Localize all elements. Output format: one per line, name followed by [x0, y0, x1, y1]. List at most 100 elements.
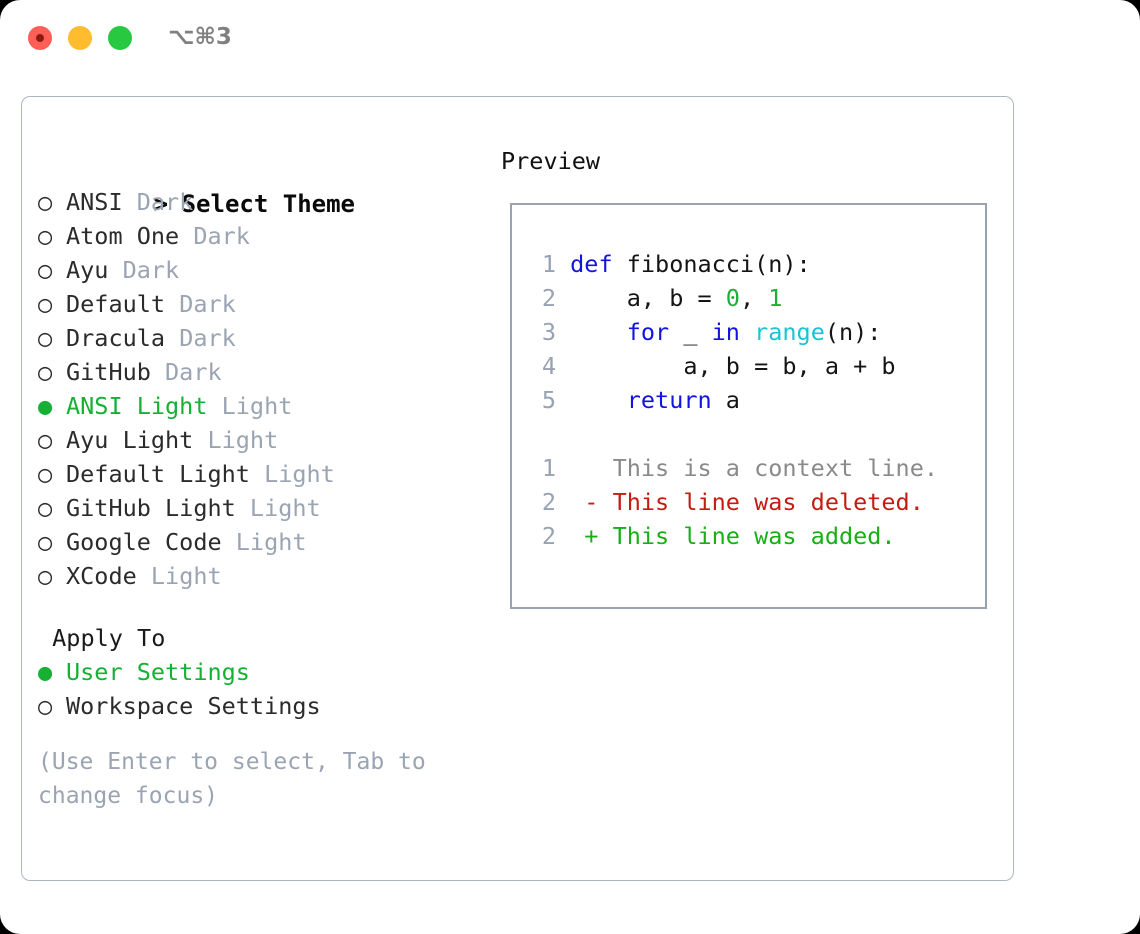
apply-to-list: ●User Settings ○ Workspace Settings — [38, 655, 478, 723]
radio-unselected-icon: ○ — [38, 256, 53, 284]
radio-unselected-icon: ○ — [38, 188, 53, 216]
theme-category: Dark — [122, 188, 194, 216]
theme-name: ANSI Light — [66, 392, 208, 420]
theme-list-item[interactable]: ○ ANSI Dark — [38, 185, 478, 219]
diff-sign: + — [556, 522, 613, 550]
maximize-button[interactable] — [108, 26, 132, 50]
code-line: 4 a, b = b, a + b — [532, 349, 938, 383]
line-number: 1 — [541, 454, 556, 482]
code-token: a, b = — [570, 284, 726, 312]
theme-name: Dracula — [66, 324, 166, 352]
diff-sign: - — [556, 488, 613, 516]
preview-box: 1 def fibonacci(n): 2 a, b = 0, 1 3 for _ … — [510, 203, 987, 609]
theme-list-item[interactable]: ○ XCode Light — [38, 559, 478, 593]
theme-category: Dark — [165, 324, 236, 352]
diff-line: 2 + This line was added. — [532, 519, 938, 553]
code-token: a — [711, 386, 740, 414]
page-title: Select Theme — [181, 190, 355, 218]
theme-name: GitHub Light — [66, 494, 236, 522]
theme-name: XCode — [66, 562, 137, 590]
line-number: 2 — [541, 284, 556, 312]
radio-unselected-icon: ○ — [38, 460, 53, 488]
diff-line: 1 This is a context line. — [532, 451, 938, 485]
diff-text: This line was deleted. — [612, 488, 924, 516]
code-token: 0 — [725, 284, 740, 312]
theme-name: Default Light — [66, 460, 250, 488]
diff-text: This line was added. — [612, 522, 896, 550]
theme-category: Dark — [108, 256, 180, 284]
code-token: , — [739, 284, 769, 312]
keyboard-shortcut-label: ⌥⌘3 — [168, 24, 232, 50]
radio-unselected-icon: ○ — [38, 692, 53, 720]
code-line: 5 return a — [532, 383, 938, 417]
line-number: 2 — [541, 522, 556, 550]
radio-unselected-icon: ○ — [38, 528, 53, 556]
radio-unselected-icon: ○ — [38, 426, 53, 454]
radio-unselected-icon: ○ — [38, 324, 53, 352]
theme-list-item[interactable]: ○ Google Code Light — [38, 525, 478, 559]
apply-to-label: Apply To — [38, 621, 478, 655]
section-spacer — [38, 593, 478, 621]
theme-list: ○ ANSI Dark ○ Atom One Dark ○ Ayu Dark ○ Defaul… — [38, 185, 478, 593]
code-blank-line — [532, 417, 938, 451]
apply-to-indent — [38, 624, 52, 652]
line-number: 1 — [541, 250, 556, 278]
theme-name: Ayu — [66, 256, 109, 284]
code-token: def — [570, 250, 627, 278]
diff-line: 2 - This line was deleted. — [532, 485, 938, 519]
code-token — [570, 318, 627, 346]
line-number: 3 — [541, 318, 556, 346]
theme-category: Light — [136, 562, 222, 590]
code-line: 1 def fibonacci(n): — [532, 247, 938, 281]
theme-category: Light — [221, 528, 307, 556]
code-token: (n): — [824, 318, 882, 346]
theme-name: ANSI — [66, 188, 123, 216]
apply-to-item[interactable]: ○ Workspace Settings — [38, 689, 478, 723]
close-button[interactable] — [28, 26, 52, 50]
theme-list-item[interactable]: ○GitHub Light Light — [38, 491, 478, 525]
keyboard-hint-text: (Use Enter to select, Tab to change focu… — [38, 749, 426, 809]
radio-unselected-icon: ○ — [38, 358, 53, 386]
theme-category: Dark — [165, 290, 236, 318]
code-token: 1 — [768, 284, 783, 312]
theme-list-item[interactable]: ○ Ayu Light Light — [38, 423, 478, 457]
theme-category: Light — [193, 426, 279, 454]
theme-category: Dark — [179, 222, 250, 250]
main-panel: > Select Theme ○ ANSI Dark ○ Atom One Dark ○ A… — [21, 96, 1014, 881]
theme-name: Ayu Light — [66, 426, 194, 454]
apply-to-name: Workspace Settings — [66, 692, 321, 720]
code-token: a, b = b, a + b — [570, 352, 896, 380]
code-token: fibonacci(n): — [626, 250, 811, 278]
theme-list-item[interactable]: ○ Default Light Light — [38, 457, 478, 491]
code-token — [740, 318, 754, 346]
apply-to-name: User Settings — [66, 658, 250, 686]
code-token — [570, 386, 627, 414]
theme-list-item[interactable]: ○ Atom One Dark — [38, 219, 478, 253]
focus-caret-icon: > — [153, 190, 169, 218]
radio-unselected-icon: ○ — [38, 290, 53, 318]
theme-name: Google Code — [66, 528, 222, 556]
theme-name: Atom One — [66, 222, 180, 250]
theme-category: Light — [249, 460, 335, 488]
theme-list-item[interactable]: ○ Dracula Dark — [38, 321, 478, 355]
radio-unselected-icon: ○ — [38, 562, 53, 590]
line-number: 4 — [541, 352, 556, 380]
theme-category: Light — [207, 392, 293, 420]
theme-list-item[interactable]: ○GitHub Dark — [38, 355, 478, 389]
code-line: 3 for _ in range(n): — [532, 315, 938, 349]
window-titlebar: ⌥⌘3 — [0, 0, 1140, 78]
radio-unselected-icon: ○ — [38, 222, 53, 250]
diff-text: This is a context line. — [612, 454, 939, 482]
minimize-button[interactable] — [68, 26, 92, 50]
theme-name: Default — [66, 290, 166, 318]
theme-picker-header: > Select Theme — [38, 147, 478, 218]
theme-list-item[interactable]: ○ Ayu Dark — [38, 253, 478, 287]
line-number: 5 — [541, 386, 556, 414]
theme-list-item[interactable]: ○ Default Dark — [38, 287, 478, 321]
radio-unselected-icon: ○ — [38, 494, 53, 522]
code-token: range — [754, 318, 825, 346]
line-number: 2 — [541, 488, 556, 516]
code-token: return — [626, 386, 712, 414]
apply-to-item[interactable]: ●User Settings — [38, 655, 478, 689]
theme-list-item[interactable]: ●ANSI Light Light — [38, 389, 478, 423]
